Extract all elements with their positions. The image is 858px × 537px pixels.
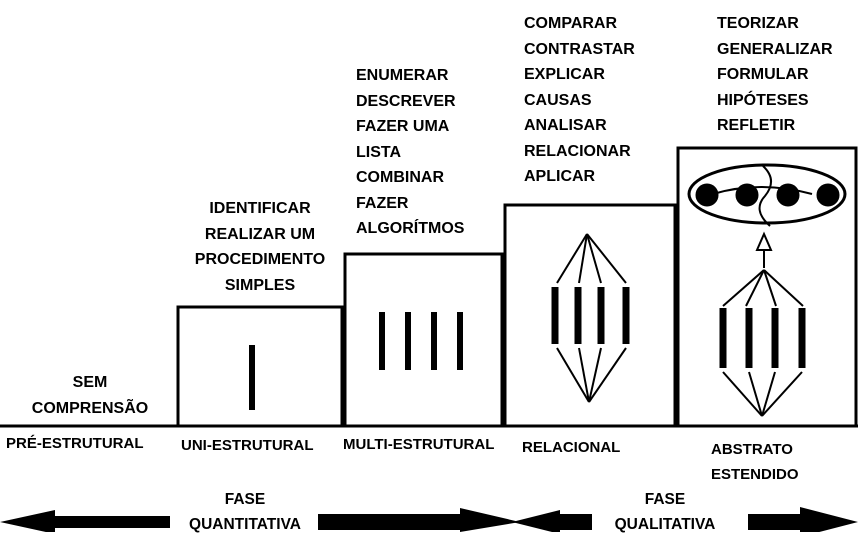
right-arrow-icon	[748, 507, 858, 532]
relational-verbs: COMPARAR CONTRASTAR EXPLICAR CAUSAS ANAL…	[524, 15, 635, 185]
qualitative-left-arrow-icon	[512, 510, 592, 532]
level-label-multi-structural: MULTI-ESTRUTURAL	[343, 436, 495, 453]
extended-abstract-step	[676, 146, 858, 428]
phase-quantitative-label: FASE QUANTITATIVA	[189, 491, 301, 533]
quantitative-arrow-icon	[318, 508, 520, 532]
extended-abstract-structure-icon	[687, 163, 847, 417]
left-arrow-icon	[0, 510, 170, 532]
phase-qualitative-label: FASE QUALITATIVA	[614, 491, 716, 533]
multi-structural-verbs: ENUMERAR DESCREVER FAZER UMA LISTA COMBI…	[356, 67, 465, 237]
level-label-extended-abstract: ABSTRATO ESTENDIDO	[711, 441, 799, 483]
level-label-relational: RELACIONAL	[522, 439, 621, 456]
relational-structure-icon	[551, 233, 630, 403]
extended-abstract-verbs: TEORIZAR GENERALIZAR FORMULAR HIPÓTESES …	[717, 15, 833, 134]
relational-step	[503, 203, 677, 428]
multi-structural-step	[343, 252, 504, 428]
multi-structural-bars-icon	[379, 312, 463, 370]
uni-structural-step	[176, 305, 344, 428]
pre-structural-description: SEM COMPRENSÃO	[31, 374, 149, 417]
level-label-pre-structural: PRÉ-ESTRUTURAL	[6, 435, 144, 452]
uni-structural-verbs: IDENTIFICAR REALIZAR UM PROCEDIMENTO SIM…	[194, 200, 326, 294]
level-label-uni-structural: UNI-ESTRUTURAL	[181, 437, 314, 454]
